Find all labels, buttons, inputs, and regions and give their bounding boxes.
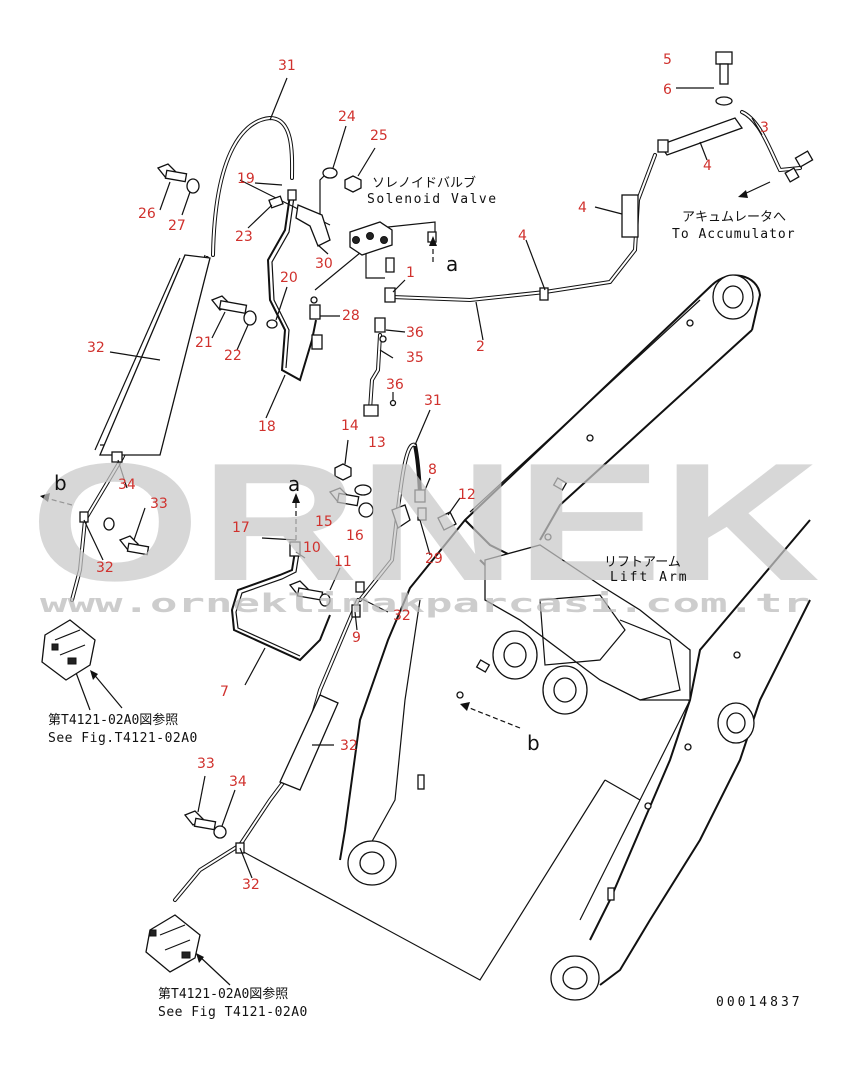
direction-arrows bbox=[40, 181, 771, 986]
callout-label: 30 bbox=[315, 256, 333, 272]
callout-numbers: 31 24 25 19 23 30 26 27 20 21 22 32 18 5… bbox=[87, 52, 769, 893]
drawing-number: 00014837 bbox=[716, 995, 803, 1010]
callout-label: 32 bbox=[96, 560, 114, 576]
accumulator-label-en: To Accumulator bbox=[672, 227, 796, 242]
watermark: ORNEK www.orneklimakparcasi.com.tr bbox=[30, 428, 820, 619]
lift-arm bbox=[339, 274, 811, 1001]
callout-label: 8 bbox=[428, 462, 437, 478]
callout-label: 16 bbox=[346, 528, 364, 544]
arrow-see-fig-top-icon bbox=[90, 670, 98, 680]
arrow-a-lower-icon bbox=[292, 493, 300, 503]
callout-label: 25 bbox=[370, 128, 388, 144]
callout-label: 27 bbox=[168, 218, 186, 234]
callout-label: 29 bbox=[425, 551, 443, 567]
callout-label: 4 bbox=[518, 228, 527, 244]
callout-label: 26 bbox=[138, 206, 156, 222]
callout-label: 23 bbox=[235, 229, 253, 245]
callout-label: 32 bbox=[393, 608, 411, 624]
arrow-a-upper-icon bbox=[429, 236, 437, 246]
text-annotations: ソレノイドバルブ Solenoid Valve アキュムレータへ To Accu… bbox=[48, 175, 803, 1020]
solenoid-valve-label-en: Solenoid Valve bbox=[367, 192, 498, 207]
callout-label: 34 bbox=[229, 774, 247, 790]
arrow-b-left-icon bbox=[40, 493, 50, 502]
direction-label-a-upper: a bbox=[446, 252, 458, 276]
callout-label: 15 bbox=[315, 514, 333, 530]
callout-label: 28 bbox=[342, 308, 360, 324]
callout-label: 6 bbox=[663, 82, 672, 98]
hose-sleeves bbox=[99, 117, 744, 791]
callout-label: 4 bbox=[703, 158, 712, 174]
callout-label: 32 bbox=[340, 738, 358, 754]
callout-label: 14 bbox=[341, 418, 359, 434]
see-fig-bottom-label-en: See Fig T4121-02A0 bbox=[158, 1005, 308, 1020]
direction-label-b-right: b bbox=[527, 731, 540, 755]
callout-label: 31 bbox=[278, 58, 296, 74]
see-fig-top-label-jp: 第T4121-02A0図参照 bbox=[48, 712, 178, 728]
callout-label: 36 bbox=[386, 377, 404, 393]
callout-label: 32 bbox=[242, 877, 260, 893]
callout-label: 4 bbox=[578, 200, 587, 216]
watermark-url-text: www.orneklimakparcasi.com.tr bbox=[40, 589, 810, 619]
callout-label: 36 bbox=[406, 325, 424, 341]
arrow-to-accumulator-icon bbox=[738, 190, 748, 198]
callout-label: 11 bbox=[334, 554, 352, 570]
arrow-see-fig-bottom-icon bbox=[196, 953, 204, 963]
lift-arm-label-en: Lift Arm bbox=[610, 570, 689, 585]
accumulator-label-jp: アキュムレータへ bbox=[682, 210, 786, 225]
callout-label: 33 bbox=[150, 496, 168, 512]
see-fig-top-label-en: See Fig.T4121-02A0 bbox=[48, 731, 198, 746]
callout-label: 22 bbox=[224, 348, 242, 364]
watermark-logo-text: ORNEK bbox=[30, 428, 820, 616]
callout-label: 21 bbox=[195, 335, 213, 351]
hardware-parts bbox=[79, 163, 457, 854]
direction-label-a-lower: a bbox=[288, 472, 300, 496]
callout-label: 24 bbox=[338, 109, 356, 125]
callout-label: 5 bbox=[663, 52, 672, 68]
solenoid-valve-assembly bbox=[268, 51, 814, 417]
callout-label: 13 bbox=[368, 435, 386, 451]
direction-label-b-left: b bbox=[54, 471, 67, 495]
callout-label: 33 bbox=[197, 756, 215, 772]
callout-label: 32 bbox=[87, 340, 105, 356]
callout-label: 18 bbox=[258, 419, 276, 435]
lift-arm-label-jp: リフトアーム bbox=[604, 555, 681, 570]
leader-lines bbox=[83, 77, 763, 879]
callout-label: 2 bbox=[476, 339, 485, 355]
callout-label: 1 bbox=[406, 265, 415, 281]
callout-label: 3 bbox=[760, 120, 769, 136]
callout-label: 7 bbox=[220, 684, 229, 700]
solenoid-valve-label-jp: ソレノイドバルブ bbox=[372, 175, 476, 191]
callout-label: 12 bbox=[458, 487, 476, 503]
see-fig-bottom-label-jp: 第T4121-02A0図参照 bbox=[158, 986, 288, 1002]
callout-label: 19 bbox=[237, 171, 255, 187]
callout-label: 34 bbox=[118, 477, 136, 493]
callout-label: 20 bbox=[280, 270, 298, 286]
callout-label: 35 bbox=[406, 350, 424, 366]
arrow-b-right-icon bbox=[460, 702, 470, 711]
callout-label: 10 bbox=[303, 540, 321, 556]
callout-label: 31 bbox=[424, 393, 442, 409]
sensor-units bbox=[41, 619, 201, 973]
callout-label: 9 bbox=[352, 630, 361, 646]
callout-label: 17 bbox=[232, 520, 250, 536]
